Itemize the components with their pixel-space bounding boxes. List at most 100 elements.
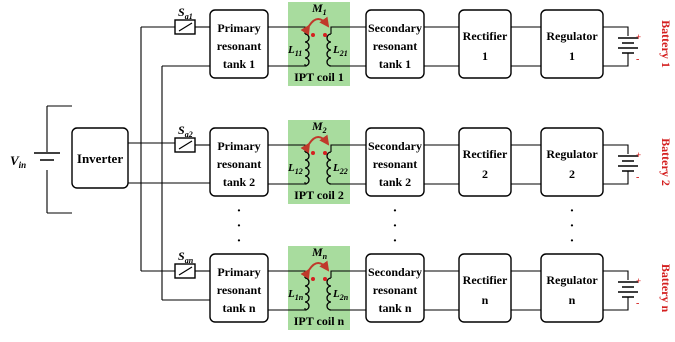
ipt-coil-background [288, 120, 350, 204]
secondary-tank-line-3: tank n [378, 301, 411, 315]
rectifier-to-regulator-wires [511, 144, 541, 185]
primary-coil-winding [304, 33, 310, 67]
dots-regulator-1: · [570, 204, 575, 219]
ipt-coil-label: IPT coil n [294, 314, 345, 328]
rectifier-line-2: 2 [482, 167, 488, 181]
primary-tank-line-1: Primary [217, 139, 260, 153]
ipt-coil-label: IPT coil 1 [294, 70, 344, 84]
battery-wires [603, 270, 629, 311]
battery-icon [618, 155, 638, 176]
rectifier-to-regulator-wires [511, 270, 541, 311]
battery-minus-sign: - [636, 54, 639, 65]
secondary-tank-line-3: tank 2 [379, 175, 411, 189]
battery-wires [603, 144, 629, 185]
dots-primary-3: · [237, 234, 242, 249]
secondary-coil-winding [326, 33, 332, 67]
mutual-inductance-arrow [300, 134, 330, 154]
regulator-line-1: Regulator [546, 273, 598, 287]
regulator-line-1: Regulator [546, 29, 598, 43]
rectifier-line-2: 1 [482, 49, 488, 63]
polarity-dot-secondary [323, 151, 327, 155]
polarity-dot-primary [311, 151, 315, 155]
rectifier-line-2: n [482, 293, 489, 307]
primary-tank-line-3: tank n [222, 301, 255, 315]
primary-tank-line-2: resonant [217, 283, 261, 297]
secondary-tank-line-2: resonant [373, 157, 417, 171]
dots-primary-1: · [237, 204, 242, 219]
battery-plus-sign: + [636, 150, 641, 160]
dots-regulator-2: · [570, 219, 575, 234]
ipt-coil-label: IPT coil 2 [294, 188, 344, 202]
rectifier-line-1: Rectifier [463, 29, 508, 43]
polarity-dot-secondary [323, 33, 327, 37]
primary-tank-line-1: Primary [217, 21, 260, 35]
continuation-dots: · · · · · · · · · [237, 204, 575, 249]
input-bus-bottom [128, 65, 210, 301]
polarity-dot-primary [311, 277, 315, 281]
mutual-inductance-label: M1 [311, 1, 327, 17]
polarity-dot-primary [311, 33, 315, 37]
mutual-inductance-label: Mn [311, 245, 328, 261]
coil-to-secondary-wires [330, 144, 366, 185]
secondary-tank-line-2: resonant [373, 39, 417, 53]
rectifier-line-1: Rectifier [463, 147, 508, 161]
switch-label: Sa1 [178, 5, 193, 21]
secondary-inductance-label: L2n [332, 288, 349, 302]
primary-coil-winding [304, 277, 310, 311]
primary-tank-box [209, 127, 269, 197]
dots-regulator-3: · [570, 234, 575, 249]
regulator-line-2: n [569, 293, 576, 307]
voltage-source: Vin [10, 105, 72, 214]
mutual-inductance-arrow [300, 260, 330, 280]
battery-wires [603, 26, 629, 67]
battery-label: Battery n [659, 264, 673, 313]
secondary-tank-line-1: Secondary [368, 139, 422, 153]
secondary-tank-line-1: Secondary [368, 265, 422, 279]
coil-to-secondary-wires [330, 26, 366, 67]
primary-tank-line-2: resonant [217, 157, 261, 171]
secondary-to-rectifier-wires [424, 26, 459, 67]
rectifier-box [458, 9, 512, 79]
dots-secondary-2: · [393, 219, 398, 234]
battery-icon [618, 281, 638, 302]
rectifier-to-regulator-wires [511, 26, 541, 67]
primary-tank-line-3: tank 2 [223, 175, 255, 189]
secondary-to-rectifier-wires [424, 270, 459, 311]
battery-minus-sign: - [636, 172, 639, 183]
regulator-line-1: Regulator [546, 147, 598, 161]
battery-plus-sign: + [636, 32, 641, 42]
inverter-box [71, 127, 129, 189]
rectifier-line-1: Rectifier [463, 273, 508, 287]
secondary-coil-winding [326, 277, 332, 311]
regulator-box [540, 253, 604, 323]
regulator-line-2: 2 [569, 167, 575, 181]
mutual-inductance-arrow [300, 16, 330, 36]
rectifier-box [458, 127, 512, 197]
rectifier-box [458, 253, 512, 323]
regulator-box [540, 9, 604, 79]
dots-secondary-3: · [393, 234, 398, 249]
secondary-tank-line-2: resonant [373, 283, 417, 297]
primary-tank-box [209, 253, 269, 323]
battery-label: Battery 2 [659, 138, 673, 186]
secondary-tank-box [365, 127, 425, 197]
ipt-coil-background [288, 2, 350, 86]
switch-blade [178, 140, 193, 150]
regulator-box [540, 127, 604, 197]
secondary-inductance-label: L21 [332, 44, 348, 58]
primary-tank-box [209, 9, 269, 79]
dots-primary-2: · [237, 219, 242, 234]
mutual-inductance-label: M2 [311, 119, 327, 135]
input-bus-top [128, 26, 175, 272]
secondary-tank-box [365, 253, 425, 323]
battery-label: Battery 1 [659, 20, 673, 68]
primary-tank-line-1: Primary [217, 265, 260, 279]
switch-blade [178, 22, 193, 32]
battery-plus-sign: + [636, 276, 641, 286]
secondary-to-rectifier-wires [424, 144, 459, 185]
coil-to-secondary-wires [330, 270, 366, 311]
primary-inductance-label: L1n [287, 288, 304, 302]
